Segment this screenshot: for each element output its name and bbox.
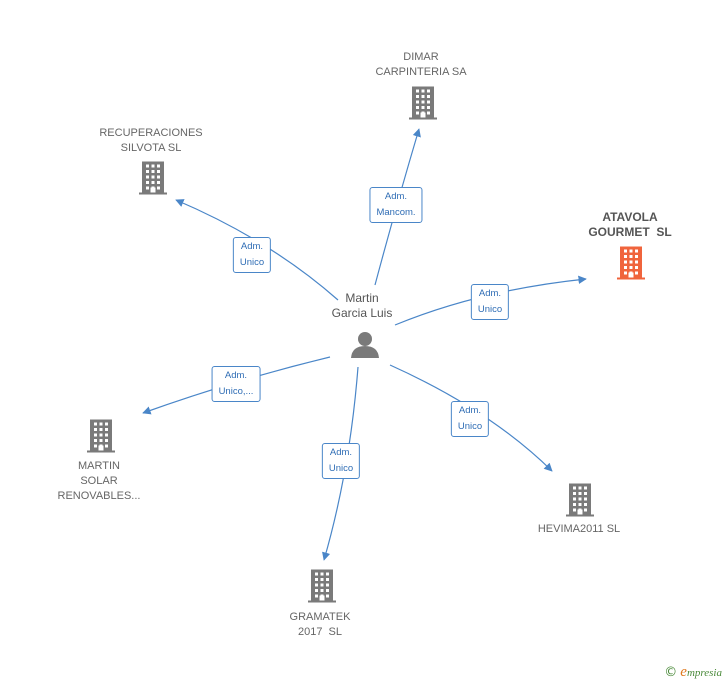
building-icon [308, 569, 336, 603]
copyright-icon: © [664, 665, 678, 680]
role-tag-hevima[interactable]: Adm. Unico [450, 401, 490, 437]
company-label-atavola-line: GOURMET SL [588, 225, 672, 239]
role-tag-dimar[interactable]: Adm. Mancom. [369, 187, 423, 223]
role-tag-line: Adm. [458, 405, 482, 416]
role-tag-line: Unico [239, 257, 265, 268]
company-label-martin-solar-line: SOLAR [80, 475, 118, 487]
building-icon [409, 86, 437, 120]
person-label-line: Martin [345, 291, 379, 305]
company-label-martin-solar[interactable]: MARTIN SOLAR RENOVABLES... [58, 459, 141, 504]
building-icon [139, 161, 167, 195]
role-tag-line: Mancom. [376, 207, 416, 218]
company-label-dimar-line: DIMAR [403, 51, 439, 63]
company-label-gramatek[interactable]: GRAMATEK 2017 SL [290, 610, 351, 640]
building-icon [87, 419, 115, 453]
role-tag-atavola[interactable]: Adm. Unico [470, 284, 510, 320]
company-label-atavola-line: ATAVOLA [602, 210, 658, 224]
company-label-recuperaciones-line: SILVOTA SL [120, 142, 182, 154]
empresia-logo-initial: e [680, 664, 687, 680]
company-label-recuperaciones[interactable]: RECUPERACIONES SILVOTA SL [99, 126, 202, 156]
role-tag-line: Unico [457, 421, 483, 432]
role-tag-line: Unico [477, 304, 503, 315]
company-label-gramatek-line: GRAMATEK [289, 611, 351, 623]
company-label-recuperaciones-line: RECUPERACIONES [99, 127, 203, 139]
role-tag-line: Adm. [478, 288, 502, 299]
role-tag-line: Adm. [329, 447, 353, 458]
company-label-hevima[interactable]: HEVIMA2011 SL [538, 522, 620, 537]
role-tag-line: Adm. [384, 191, 408, 202]
company-label-dimar[interactable]: DIMAR CARPINTERIA SA [375, 50, 466, 80]
role-tag-line: Unico,... [218, 386, 254, 397]
empresia-logo-text: mpresia [686, 667, 722, 679]
company-label-martin-solar-line: RENOVABLES... [57, 490, 141, 502]
building-icon [566, 483, 594, 517]
role-tag-gramatek[interactable]: Adm. Unico [321, 443, 361, 479]
company-label-dimar-line: CARPINTERIA SA [375, 66, 467, 78]
role-tag-recuperaciones[interactable]: Adm. Unico [232, 237, 272, 273]
person-icon [351, 332, 379, 358]
building-icon [617, 246, 645, 280]
role-tag-martin-solar[interactable]: Adm. Unico,... [211, 366, 261, 402]
empresia-watermark: ©empresia [664, 664, 722, 681]
company-label-martin-solar-line: MARTIN [78, 460, 120, 472]
role-tag-line: Adm. [240, 241, 264, 252]
role-tag-line: Adm. [224, 370, 248, 381]
role-tag-line: Unico [328, 463, 354, 474]
company-label-hevima-line: HEVIMA2011 SL [537, 523, 621, 535]
company-label-gramatek-line: 2017 SL [297, 626, 343, 638]
person-label-line: Garcia Luis [331, 306, 393, 320]
